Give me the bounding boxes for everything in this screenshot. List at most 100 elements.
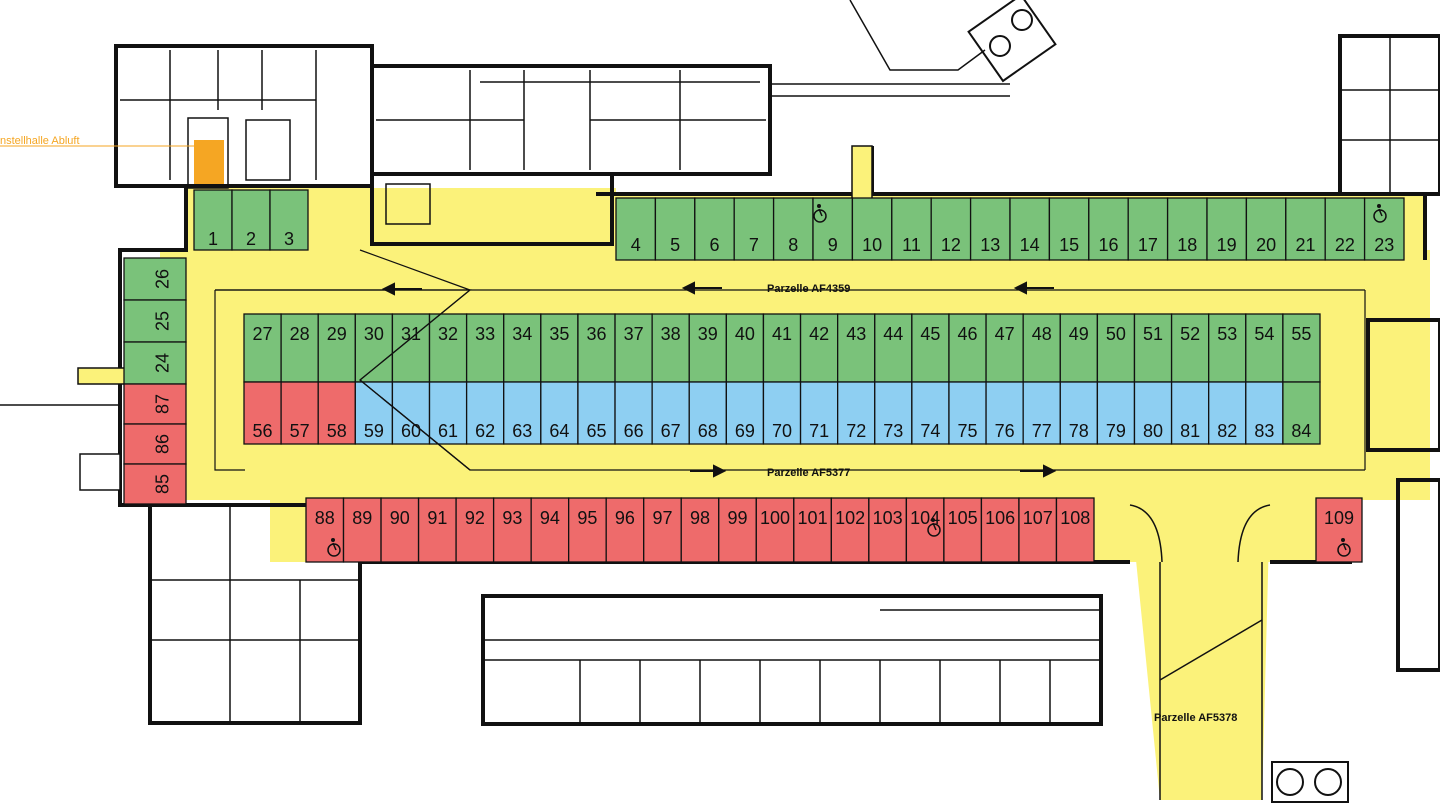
parking-spot-106 (980, 497, 1020, 563)
parking-spot-82 (1208, 381, 1247, 445)
parking-spot-59 (354, 381, 394, 445)
parking-spot-label: 72 (846, 421, 866, 441)
parking-spot-79 (1096, 381, 1136, 445)
exit-ramp (1129, 504, 1271, 800)
parking-spot-72 (837, 381, 876, 445)
parking-spot-label: 63 (512, 421, 532, 441)
duct-lines (0, 0, 1010, 406)
parking-spot-label: 97 (652, 508, 672, 528)
parking-spot-label: 99 (728, 508, 748, 528)
parking-spot-105 (943, 497, 983, 563)
parking-spot-15 (1048, 197, 1090, 261)
parking-spot-label: 8 (788, 235, 798, 255)
parking-spot-7 (733, 197, 775, 261)
parking-spot-93 (492, 497, 532, 563)
parking-spot-101 (793, 497, 832, 563)
parking-spot-label: 83 (1254, 421, 1274, 441)
parking-spot-label: 35 (549, 324, 569, 344)
parking-spot-label: 53 (1217, 324, 1237, 344)
parking-spot-label: 86 (152, 434, 172, 454)
exhaust-shaft (194, 140, 224, 184)
parking-spot-label: 51 (1143, 324, 1163, 344)
parking-spot-71 (799, 381, 839, 445)
parking-spot-label: 36 (586, 324, 606, 344)
parking-spot-label: 91 (427, 508, 447, 528)
parking-spot-label: 56 (253, 421, 273, 441)
parking-spot-77 (1022, 381, 1061, 445)
parking-spot-label: 55 (1291, 324, 1311, 344)
parking-spot-label: 58 (327, 421, 347, 441)
parking-spot-label: 9 (828, 235, 838, 255)
parking-spot-10 (851, 197, 893, 261)
parking-spot-102 (830, 497, 870, 563)
parking-spot-label: 85 (152, 474, 172, 494)
parking-spot-label: 21 (1295, 235, 1315, 255)
parking-spot-96 (605, 497, 645, 563)
parking-spot-107 (1018, 497, 1058, 563)
parking-spot-18 (1166, 197, 1208, 261)
parking-spot-56 (243, 381, 282, 445)
parking-spot-81 (1170, 381, 1210, 445)
parking-spot-label: 29 (327, 324, 347, 344)
parking-spot-25 (123, 299, 187, 343)
parking-spot-label: 42 (809, 324, 829, 344)
parking-spot-4 (615, 197, 657, 261)
parking-spot-27 (243, 313, 282, 383)
parking-spot-label: 68 (698, 421, 718, 441)
parking-spot-label: 71 (809, 421, 829, 441)
parking-spot-46 (948, 313, 987, 383)
parking-spot-label: 80 (1143, 421, 1163, 441)
parking-spot-43 (837, 313, 876, 383)
parking-spot-label: 7 (749, 235, 759, 255)
wheelchair-icon (813, 204, 827, 223)
parking-spot-label: 88 (315, 508, 335, 528)
parking-spot-label: 24 (152, 353, 172, 373)
parking-spot-62 (465, 381, 505, 445)
fan-unit-icon (967, 0, 1349, 803)
parking-spot-label: 48 (1032, 324, 1052, 344)
parking-spot-16 (1088, 197, 1129, 261)
parking-spot-50 (1096, 313, 1136, 383)
parcel-north-label: Parzelle AF4359 (767, 283, 850, 295)
parking-spot-label: 74 (920, 421, 940, 441)
parking-spot-39 (688, 313, 727, 383)
parking-spot-label: 39 (698, 324, 718, 344)
parking-spot-1 (193, 189, 233, 251)
parking-spot-label: 43 (846, 324, 866, 344)
parking-spot-label: 73 (883, 421, 903, 441)
parking-spot-69 (725, 381, 765, 445)
parking-spot-label: 60 (401, 421, 421, 441)
parking-spot-label: 40 (735, 324, 755, 344)
driving-area (160, 188, 1430, 800)
parking-spot-label: 100 (760, 508, 790, 528)
parking-spot-17 (1127, 197, 1169, 261)
wheelchair-icon (927, 518, 941, 537)
parking-spot-26 (123, 257, 187, 301)
parking-spot-13 (969, 197, 1011, 261)
parking-spot-109 (1315, 497, 1363, 563)
parking-spot-label: 54 (1254, 324, 1274, 344)
parking-spot-label: 5 (670, 235, 680, 255)
parking-spot-74 (911, 381, 950, 445)
parking-spot-22 (1324, 197, 1366, 261)
parking-spot-label: 70 (772, 421, 792, 441)
parking-spot-label: 33 (475, 324, 495, 344)
parking-spot-103 (868, 497, 908, 563)
wheelchair-icon (1373, 204, 1387, 223)
parking-spot-label: 25 (152, 311, 172, 331)
accessible-markers (327, 204, 1387, 557)
parking-spot-label: 89 (352, 508, 372, 528)
parking-spot-108 (1055, 497, 1095, 563)
parking-spot-label: 64 (549, 421, 569, 441)
parking-spot-44 (874, 313, 913, 383)
parking-spot-label: 98 (690, 508, 710, 528)
parking-spot-66 (614, 381, 653, 445)
parking-spot-label: 10 (862, 235, 882, 255)
direction-arrows (381, 281, 1057, 478)
parking-spot-label: 66 (624, 421, 644, 441)
parking-spot-label: 109 (1324, 508, 1354, 528)
parking-spot-label: 23 (1374, 235, 1394, 255)
parking-spot-label: 95 (577, 508, 597, 528)
parking-spot-label: 14 (1020, 235, 1040, 255)
parking-spot-32 (428, 313, 468, 383)
